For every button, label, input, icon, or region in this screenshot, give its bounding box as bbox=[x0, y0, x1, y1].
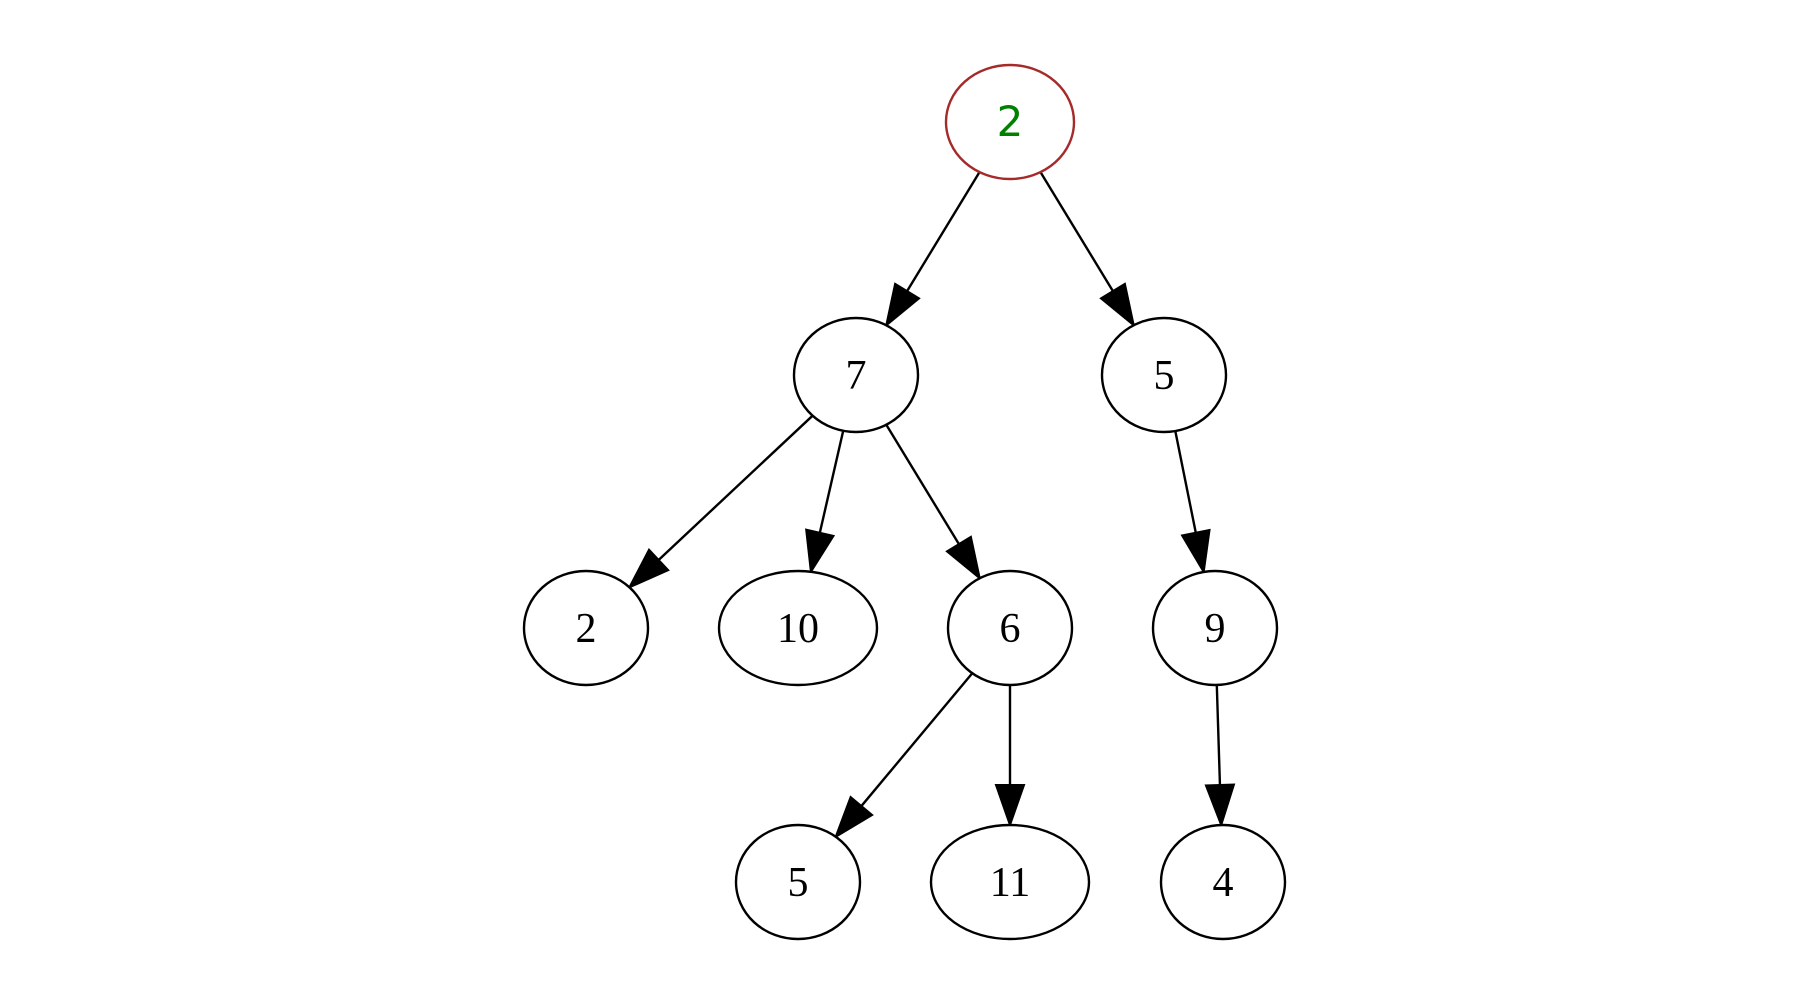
node-label: 2 bbox=[576, 606, 597, 652]
tree-node: 5 bbox=[1100, 316, 1228, 434]
edge-line bbox=[1039, 171, 1114, 292]
node-ellipse bbox=[929, 823, 1091, 941]
node-label: 11 bbox=[990, 860, 1030, 906]
node-label: 4 bbox=[1213, 860, 1234, 906]
tree-edge bbox=[627, 414, 814, 590]
edge-line bbox=[906, 171, 981, 292]
arrowhead-icon bbox=[833, 795, 874, 840]
edge-line bbox=[860, 672, 974, 807]
node-label: 2 bbox=[997, 97, 1024, 146]
node-ellipse bbox=[522, 569, 650, 687]
tree-edge bbox=[884, 171, 981, 328]
edge-line bbox=[885, 424, 960, 545]
tree-node: 5 bbox=[734, 823, 862, 941]
tree-node: 9 bbox=[1151, 569, 1279, 687]
arrowhead-icon bbox=[1180, 528, 1211, 575]
tree-node: 4 bbox=[1159, 823, 1287, 941]
node-ellipse bbox=[944, 63, 1076, 181]
arrowhead-icon bbox=[1099, 282, 1136, 328]
node-ellipse bbox=[1151, 569, 1279, 687]
tree-edge bbox=[885, 424, 982, 581]
node-label: 9 bbox=[1205, 606, 1226, 652]
arrowhead-icon bbox=[994, 784, 1026, 829]
tree-root-node: 2 bbox=[944, 63, 1076, 181]
tree-edge bbox=[805, 430, 845, 575]
node-ellipse bbox=[946, 569, 1074, 687]
arrowhead-icon bbox=[945, 535, 982, 581]
nodes-layer: 2 7 5 2 10 6 9 5 11 4 bbox=[522, 63, 1287, 941]
tree-node: 6 bbox=[946, 569, 1074, 687]
edge-line bbox=[657, 414, 814, 561]
node-label: 10 bbox=[777, 606, 819, 652]
arrowhead-icon bbox=[805, 528, 836, 575]
node-label: 5 bbox=[788, 860, 809, 906]
tree-edge bbox=[994, 685, 1026, 829]
node-label: 7 bbox=[846, 353, 867, 399]
node-ellipse bbox=[1100, 316, 1228, 434]
node-ellipse bbox=[717, 569, 879, 687]
node-ellipse bbox=[734, 823, 862, 941]
node-label: 5 bbox=[1154, 353, 1175, 399]
arrowhead-icon bbox=[627, 548, 670, 590]
tree-edge bbox=[1204, 684, 1236, 829]
arrowhead-icon bbox=[884, 282, 921, 328]
arrowhead-icon bbox=[1204, 783, 1236, 829]
tree-edge bbox=[833, 672, 974, 840]
tree-node: 10 bbox=[717, 569, 879, 687]
node-ellipse bbox=[792, 316, 920, 434]
tree-node: 11 bbox=[929, 823, 1091, 941]
edge-line bbox=[1174, 430, 1197, 533]
node-ellipse bbox=[1159, 823, 1287, 941]
tree-node: 2 bbox=[522, 569, 650, 687]
tree-edge bbox=[1039, 171, 1136, 328]
edge-line bbox=[818, 430, 845, 534]
edges-layer bbox=[627, 171, 1236, 840]
node-label: 6 bbox=[1000, 606, 1021, 652]
tree-edge bbox=[1174, 430, 1211, 575]
edge-line bbox=[1215, 684, 1222, 786]
tree-node: 7 bbox=[792, 316, 920, 434]
